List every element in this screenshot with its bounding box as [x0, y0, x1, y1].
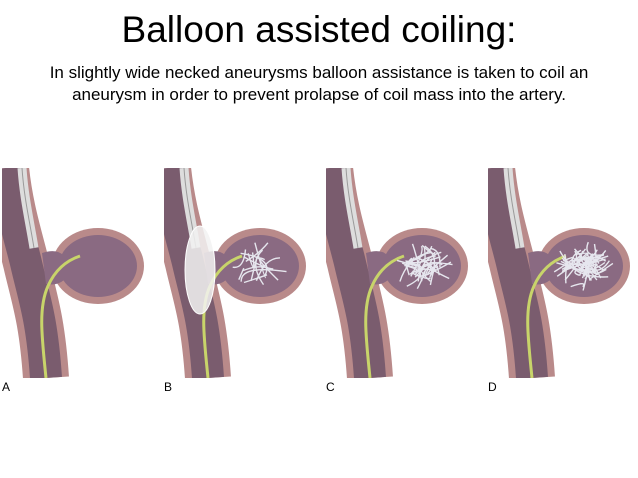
coil-loop	[564, 258, 582, 281]
coil-loop	[586, 241, 605, 256]
coil-loop	[570, 282, 585, 288]
aneurysm-illustration-b	[164, 168, 306, 378]
coil-loop	[238, 267, 245, 280]
panel-label-d: D	[488, 380, 497, 394]
coil-loop	[243, 256, 274, 270]
coil-loop	[424, 258, 433, 277]
coil-loop	[250, 255, 258, 281]
coil-loop	[578, 252, 606, 265]
subtitle-line-1: In slightly wide necked aneurysms balloo…	[49, 63, 589, 82]
coil-mass	[232, 242, 287, 286]
coil-loop	[430, 247, 441, 268]
coil-loop	[411, 243, 423, 282]
coil-loop	[589, 262, 614, 280]
coil-mass	[396, 243, 453, 290]
illustration-panels: A B C D	[0, 168, 638, 398]
coil-loop	[409, 262, 443, 275]
coil-loop	[255, 257, 281, 282]
coil-loop	[427, 254, 449, 275]
aneurysm-sac	[221, 235, 299, 297]
balloon	[184, 225, 216, 315]
guide-catheter-edge	[21, 168, 35, 249]
guide-catheter-edge	[345, 168, 359, 249]
panel-label-b: B	[164, 380, 173, 394]
slide-title: Balloon assisted coiling:	[121, 9, 517, 50]
aneurysm-illustration-c	[326, 168, 468, 378]
guide-catheter-edge	[507, 168, 521, 249]
coil-loop	[232, 249, 247, 269]
coil-loop	[590, 243, 597, 273]
coil-loop	[245, 242, 269, 263]
coil-loop	[255, 249, 265, 286]
coil-loop	[591, 266, 607, 275]
coil-loop	[586, 252, 592, 262]
panel-label-a: A	[2, 380, 11, 394]
coil-loop	[240, 252, 268, 276]
coil-mass	[553, 241, 614, 291]
panel-label-c: C	[326, 380, 335, 394]
coil-loop	[582, 257, 590, 291]
aneurysm-illustration-a	[2, 168, 144, 378]
aneurysm-neck	[366, 251, 388, 285]
coil-loop	[240, 268, 287, 282]
coil-loop	[426, 261, 453, 280]
aneurysm-sac	[59, 235, 137, 297]
coil-loop	[413, 245, 433, 261]
coil-loop	[564, 249, 607, 266]
coil-loop	[399, 251, 432, 282]
coil-loop	[424, 245, 436, 276]
microcatheter	[364, 254, 405, 378]
coil-loop	[404, 257, 413, 269]
aneurysm-neck	[42, 251, 64, 285]
slide-subtitle: In slightly wide necked aneurysms balloo…	[0, 62, 638, 106]
aneurysm-neck	[528, 251, 550, 285]
panel-c: C	[326, 168, 484, 398]
aneurysm-illustration-d	[488, 168, 630, 378]
microcatheter	[526, 254, 567, 378]
panel-b: B	[164, 168, 322, 398]
panel-d: D	[488, 168, 638, 398]
coil-loop	[584, 254, 604, 274]
coil-loop	[243, 274, 268, 284]
subtitle-line-2: aneurysm in order to prevent prolapse of…	[72, 85, 566, 104]
microcatheter	[40, 254, 81, 378]
panel-a: A	[2, 168, 160, 398]
